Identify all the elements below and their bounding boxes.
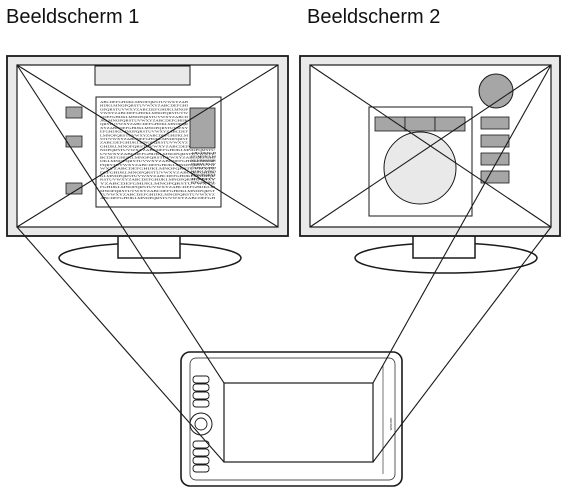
mapping-line-screen1-cross-b — [16, 64, 279, 228]
monitor-1-side-text: ABCDEFGHFGHIJKLMKLMNOPQRPQRSTUVCDEFGHIJH… — [191, 151, 218, 185]
document-text-line: LMNOPQRSTUVWXYZABCDEFGHIJKLM — [100, 133, 188, 137]
document-text-line: EFGHIJKLMNOPQRSTUVWXYZABCDEF — [100, 130, 188, 134]
document-text-line: RSTUVWXYZABCDEFGHIJKLMNOPQRSTUVWXY — [100, 178, 216, 182]
mapping-line-bottom-right — [372, 226, 552, 463]
monitor-2 — [299, 55, 561, 274]
mapping-line-screen2-cross-b — [309, 64, 552, 228]
tablet-express-key-2 — [192, 383, 210, 392]
monitor-2-side-button-4 — [480, 170, 510, 184]
monitor-1-title-bar — [94, 65, 191, 86]
side-text-line: EFGHIJKL — [191, 181, 216, 185]
document-text-line: MNOPQRSTUVWXYZABCDEFGHIJKLMNOPQRST — [100, 189, 215, 193]
monitor-2-side-button-3 — [480, 152, 510, 166]
document-text-line: TUVWXYZABCDEFGHIJKLMNOPQRSTUVWXYZ — [100, 193, 215, 197]
document-text-line: JKLMNOPQRSTUVWXYZABCDEFGHIJK — [100, 119, 189, 123]
side-text-line: PQRSTUV — [191, 162, 217, 166]
document-text-line: GHIJKLMNOPQRSTUVWXYZABCDEFGHIJKLMN — [100, 144, 216, 148]
document-text-line: WXYZABCDEFGHIJKLMNOPQRSTUVWXYZ — [100, 167, 215, 171]
document-text-line: BCDEFGHIJKLMNOPQRSTUVWXYZABCDEFGHI — [100, 156, 215, 160]
document-text-line: HIJKLMNOPQRSTUVWXYZABCDEFGHI — [100, 104, 188, 108]
document-text-line: XYZABCDEFGHIJKLMNOPQRSTUVWXY — [100, 126, 189, 130]
monitor-1-document-text: ABCDEFGHIJKLMNOPQRSTUVWXYZABHIJKLMNOPQRS… — [100, 100, 216, 200]
monitor-2-side-button-2 — [480, 134, 510, 148]
mapping-line-top-right — [372, 64, 552, 384]
document-text-line: QRSTUVWXYZABCDEFGHIJKLMNOPQR — [100, 122, 189, 126]
document-text-line: ZABCDEFGHIJKLMNOPQRSTUVWXYZ — [100, 141, 188, 145]
document-text-line: VWXYZABCDEFGHIJKLMNOPQRSTUVW — [100, 111, 188, 115]
monitor-1-desktop-icon-1 — [65, 106, 83, 119]
document-text-line: CDEFGHIJKLMNOPQRSTUVWXYZABCD — [100, 115, 189, 119]
monitor-2-toolbar-segment-2 — [404, 116, 436, 132]
monitor-1: ABCDEFGHIJKLMNOPQRSTUVWXYZABHIJKLMNOPQRS… — [6, 55, 289, 274]
side-text-line: CDEFGHIJ — [191, 166, 217, 170]
document-text-line: UVWXYZABCDEFGHIJKLMNOPQRSTUVWXYZ — [100, 152, 215, 156]
monitor-2-side-button-1 — [480, 116, 510, 130]
side-text-line: ABCDEFGH — [191, 151, 217, 155]
mapping-lines — [16, 64, 552, 463]
tablet-express-key-4 — [192, 399, 210, 408]
tablet-active-area — [223, 382, 374, 463]
monitor-1-document-image — [189, 107, 216, 149]
tablet-express-key-3 — [192, 391, 210, 400]
tablet-touch-ring-center — [194, 417, 208, 431]
pen-tablet: wacom — [180, 351, 403, 487]
side-text-line: FGHIJKLM — [191, 155, 216, 159]
tablet-inner-frame — [189, 357, 396, 481]
tablet-express-key-1 — [192, 375, 210, 384]
side-text-line: KLMNOPQR — [191, 158, 217, 162]
tablet-express-key-7 — [192, 456, 210, 465]
tablet-express-key-8 — [192, 464, 210, 473]
monitor-2-top-circle — [478, 73, 514, 109]
mapping-line-bottom-left — [16, 226, 225, 463]
document-text-line: FGHIJKLMNOPQRSTUVWXYZABCDEFGHIJKLM — [100, 185, 215, 189]
monitor-2-label: Beeldscherm 2 — [307, 6, 441, 28]
side-text-line: HIJKLMNO — [191, 170, 217, 174]
document-text-line: ABCDEFGHIJKLMNOPQRSTUVWXYZAB — [100, 100, 188, 104]
document-text-line: OPQRSTUVWXYZABCDEFGHIJKLMNOP — [100, 107, 188, 111]
document-text-line: STUVWXYZABCDEFGHIJKLMNOPQRST — [100, 137, 188, 141]
monitor-2-toolbar-segment-3 — [434, 116, 466, 132]
tablet-brand-mark: wacom — [388, 417, 393, 430]
side-text-line: MNOPQRST — [191, 173, 216, 177]
document-text-line: ABCDEFGHIJKLMNOPQRSTUVWXYZABCDEFGH — [100, 196, 216, 200]
document-text-line: NOPQRSTUVWXYZABCDEFGHIJKLMNOPQRSTU — [100, 148, 216, 152]
monitor-2-canvas-circle — [383, 131, 457, 205]
document-text-line: YZABCDEFGHIJKLMNOPQRSTUVWXYZ — [100, 181, 215, 185]
document-text-line: IJKLMNOPQRSTUVWXYZABCDEFGHIJKLMNOP — [100, 159, 215, 163]
document-text-line: DEFGHIJKLMNOPQRSTUVWXYZABCDEFGHIJK — [100, 170, 216, 174]
document-text-line: PQRSTUVWXYZABCDEFGHIJKLMNOPQRSTUVW — [100, 163, 215, 167]
monitor-1-desktop-icon-3 — [65, 182, 83, 195]
document-text-line: KLMNOPQRSTUVWXYZABCDEFGHIJKLMNOPQR — [100, 174, 216, 178]
mapping-line-top-left — [16, 64, 225, 384]
side-text-line: RSTUV — [191, 177, 218, 181]
monitor-1-desktop-icon-2 — [65, 135, 83, 148]
tablet-express-key-6 — [192, 448, 210, 457]
monitor-1-label: Beeldscherm 1 — [6, 6, 140, 28]
